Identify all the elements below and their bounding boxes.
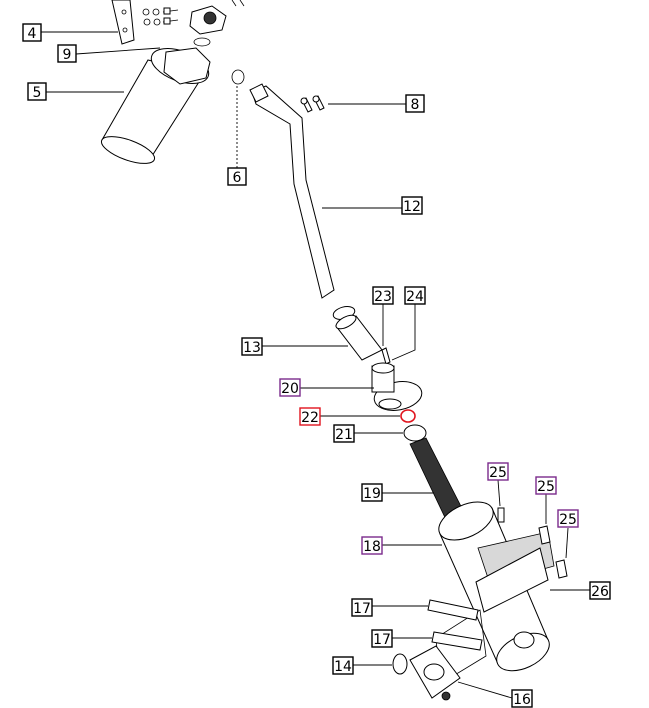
callout-13: 13: [241, 337, 263, 356]
svg-text:25: 25: [537, 479, 555, 495]
svg-text:25: 25: [489, 465, 507, 481]
clamp-sleeve-part: [332, 306, 383, 361]
flange-part: [371, 362, 423, 411]
svg-text:17: 17: [373, 632, 391, 648]
gasket-part: [400, 409, 416, 423]
callout-22: 22: [299, 407, 321, 426]
svg-text:25: 25: [559, 512, 577, 528]
callout-4: 4: [22, 23, 42, 42]
brackets-part: [427, 599, 483, 651]
svg-text:23: 23: [374, 289, 392, 305]
callout-14: 14: [332, 656, 354, 675]
svg-text:16: 16: [513, 692, 531, 708]
svg-text:24: 24: [406, 289, 424, 305]
exhaust-pipe-part: [249, 83, 335, 299]
callout-9: 9: [57, 44, 77, 63]
callout-6: 6: [227, 167, 247, 186]
flange-plate-part: [409, 645, 461, 701]
bolts-part: [300, 95, 325, 113]
callout-23: 23: [372, 286, 394, 305]
callout-25-c: 25: [557, 509, 579, 528]
svg-text:13: 13: [243, 340, 261, 356]
svg-text:26: 26: [591, 584, 609, 600]
callout-26: 26: [589, 581, 611, 600]
svg-text:9: 9: [63, 47, 72, 63]
callout-25-b: 25: [535, 476, 557, 495]
o-ring-part: [231, 69, 245, 85]
svg-text:18: 18: [363, 539, 381, 555]
filter-head-part: [189, 0, 245, 47]
svg-text:22: 22: [301, 410, 319, 426]
filter-canister-part: [100, 47, 211, 164]
callout-21: 21: [333, 424, 355, 443]
svg-text:21: 21: [335, 427, 353, 443]
callout-25-a: 25: [487, 462, 509, 481]
svg-text:12: 12: [403, 199, 421, 215]
svg-text:17: 17: [353, 601, 371, 617]
callout-17-a: 17: [351, 598, 373, 617]
callout-18: 18: [361, 536, 383, 555]
svg-text:5: 5: [33, 85, 42, 101]
callout-8: 8: [405, 94, 425, 113]
small-bolt-part: [381, 347, 391, 365]
bolts-25-part: [538, 525, 568, 579]
callout-12: 12: [401, 196, 423, 215]
leader-lines: [41, 31, 590, 699]
callout-19: 19: [361, 483, 383, 502]
callout-20: 20: [279, 378, 301, 397]
callout-17-b: 17: [371, 629, 393, 648]
svg-text:20: 20: [281, 381, 299, 397]
svg-text:19: 19: [363, 486, 381, 502]
bracket-part: [111, 0, 135, 45]
callout-16: 16: [511, 689, 533, 708]
callout-5: 5: [27, 82, 47, 101]
svg-text:4: 4: [28, 26, 37, 42]
washers-bolts-part: [142, 7, 179, 26]
svg-text:6: 6: [233, 170, 242, 186]
svg-text:8: 8: [411, 97, 420, 113]
gasket-14-part: [392, 653, 408, 675]
svg-text:14: 14: [334, 659, 352, 675]
callout-24: 24: [404, 286, 426, 305]
adapter-part: [403, 424, 427, 442]
muffler-part: [435, 501, 555, 685]
